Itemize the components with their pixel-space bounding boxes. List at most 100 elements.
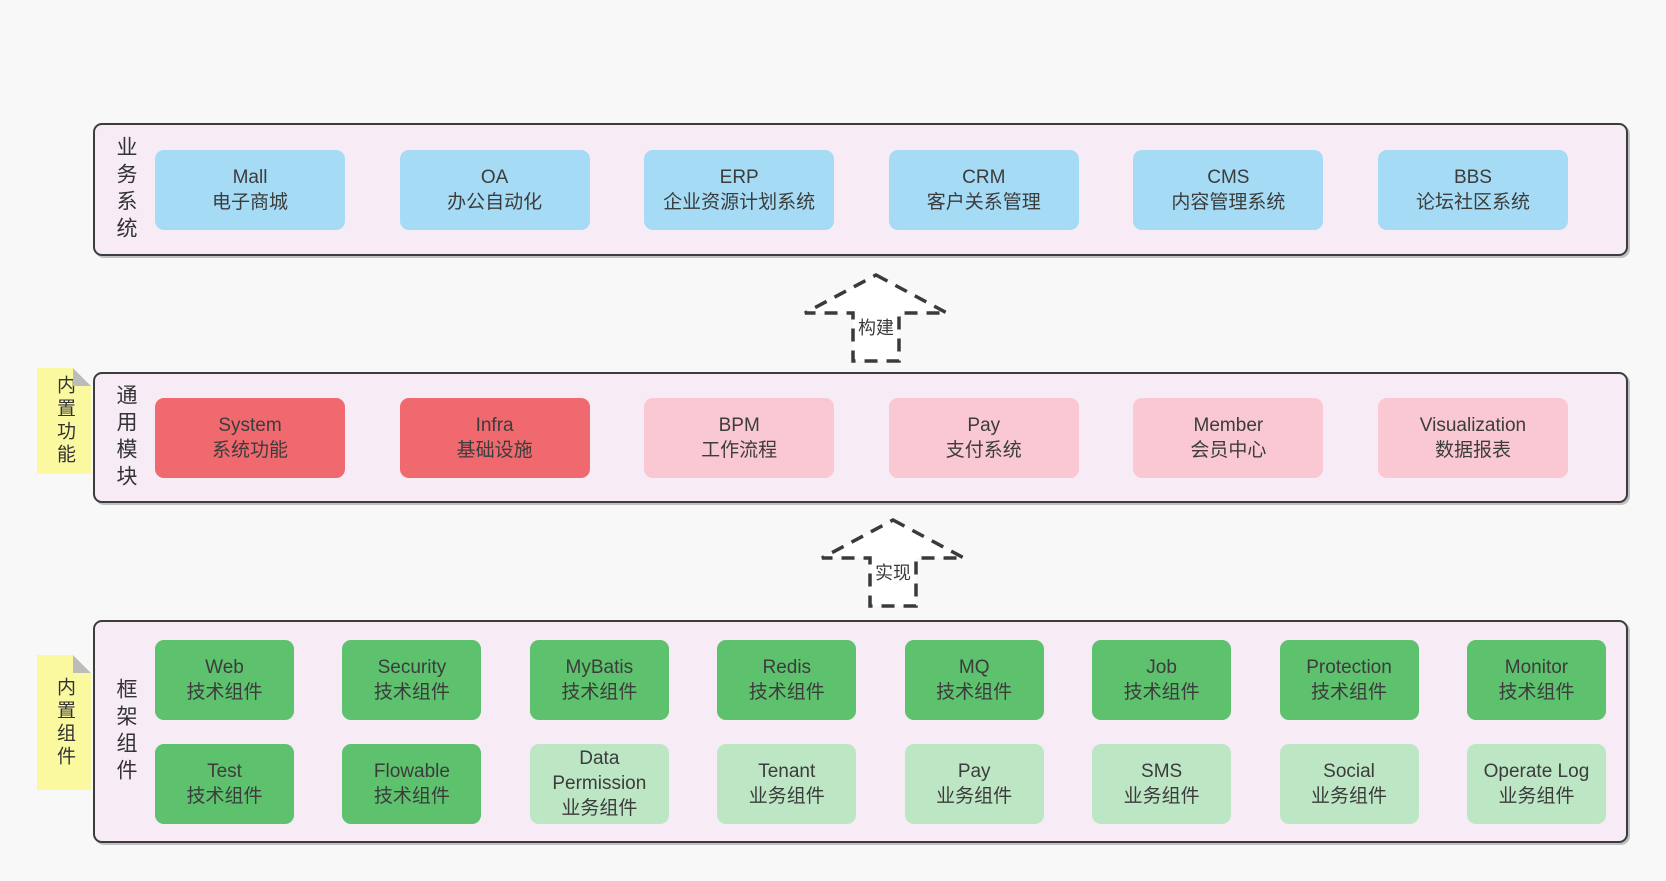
sticky-note-built-in-features: 内置功能 [37,368,91,474]
box-social: Social 业务组件 [1279,743,1419,824]
box-subtitle: 数据报表 [1434,439,1511,461]
box-pay: Pay 支付系统 [888,397,1079,478]
box-visualization: Visualization 数据报表 [1377,397,1568,478]
box-subtitle: 业务组件 [936,785,1013,807]
box-title: MQ [958,656,990,678]
box-subtitle: 论坛社区系统 [1415,191,1530,213]
box-infra: Infra 基础设施 [399,397,590,478]
box-title: MyBatis [565,656,634,678]
build-arrow-label: 构建 [856,314,896,340]
box-title: OA [480,166,509,188]
box-tenant: Tenant 业务组件 [717,743,857,824]
box-title: Pay [967,414,1001,436]
sticky-note-text: 内置组件 [53,676,75,769]
box-subtitle: 业务组件 [748,785,825,807]
box-subtitle: 业务组件 [561,798,638,819]
box-title: CMS [1207,166,1250,188]
box-title: BBS [1453,166,1492,188]
layer-common-modules: 通用模块 System 系统功能 Infra 基础设施 BPM 工作流程 Pay 支付系统 Me… [93,372,1628,503]
box-subtitle: 电子商城 [211,191,288,213]
box-title: Tenant [758,760,816,782]
sticky-note-text: 内置功能 [53,375,75,467]
box-subtitle: 基础设施 [456,439,533,461]
box-web: Web 技术组件 [155,639,294,720]
box-monitor: Monitor 技术组件 [1466,639,1606,720]
box-security: Security 技术组件 [342,639,482,720]
box-protection: Protection 技术组件 [1279,639,1419,720]
box-subtitle: 企业资源计划系统 [663,191,816,213]
component-row: System 系统功能 Infra 基础设施 BPM 工作流程 Pay 支付系统 Member 会… [155,397,1626,478]
box-subtitle: 办公自动化 [447,191,543,213]
box-title: BPM [718,414,760,436]
box-crm: CRM 客户关系管理 [888,149,1079,230]
layer-label-components: 框架组件 [95,622,155,841]
box-subtitle: 技术组件 [373,681,450,703]
box-title: Member [1193,414,1264,436]
box-subtitle: 工作流程 [701,439,778,461]
box-title: Operate Log [1483,760,1590,782]
box-title: Monitor [1504,656,1569,678]
box-subtitle: 客户关系管理 [926,191,1041,213]
box-subtitle: 业务组件 [1123,785,1200,807]
box-subtitle: 系统功能 [211,439,288,461]
box-subtitle: 技术组件 [1311,681,1388,703]
box-mybatis: MyBatis 技术组件 [529,639,669,720]
box-title: Visualization [1419,414,1527,436]
build-arrow: 构建 [802,272,950,364]
box-subtitle: 技术组件 [186,681,263,703]
layer-label-text: 框架组件 [114,677,138,786]
box-title: CRM [962,166,1006,188]
box-subtitle: 技术组件 [561,681,638,703]
box-redis: Redis 技术组件 [717,639,857,720]
box-subtitle: 技术组件 [1498,681,1575,703]
layer-label-business: 业务系统 [95,125,155,254]
implement-arrow: 实现 [819,517,967,609]
box-title: Infra [475,414,514,436]
box-data-permission: Data Permission 业务组件 [529,743,669,824]
box-subtitle: 内容管理系统 [1171,191,1286,213]
layer-label-text: 业务系统 [114,135,138,244]
box-title: Security [377,656,447,678]
box-operate-log: Operate Log 业务组件 [1466,743,1606,824]
box-subtitle: 技术组件 [748,681,825,703]
sticky-note-built-in-components: 内置组件 [37,655,91,790]
box-subtitle: 技术组件 [936,681,1013,703]
box-title: ERP [719,166,759,188]
box-mq: MQ 技术组件 [904,639,1044,720]
box-subtitle: 支付系统 [945,439,1022,461]
implement-arrow-label: 实现 [873,559,913,585]
box-subtitle: 技术组件 [1123,681,1200,703]
box-title: Redis [762,656,812,678]
box-title: Data Permission [552,748,647,794]
box-title: Web [205,656,244,678]
box-title: SMS [1141,760,1183,782]
box-subtitle: 业务组件 [1311,785,1388,807]
layer-label-modules: 通用模块 [95,374,155,501]
layer-label-text: 通用模块 [114,383,138,492]
box-bpm: BPM 工作流程 [644,397,835,478]
box-subtitle: 会员中心 [1190,439,1267,461]
box-system: System 系统功能 [155,397,345,478]
box-title: Protection [1306,656,1392,678]
box-subtitle: 技术组件 [186,785,263,807]
box-subtitle: 业务组件 [1498,785,1575,807]
box-member: Member 会员中心 [1133,397,1324,478]
box-erp: ERP 企业资源计划系统 [644,149,835,230]
box-bbs: BBS 论坛社区系统 [1377,149,1568,230]
box-title: Flowable [373,760,450,782]
box-title: System [218,414,282,436]
box-title: Social [1323,760,1375,782]
